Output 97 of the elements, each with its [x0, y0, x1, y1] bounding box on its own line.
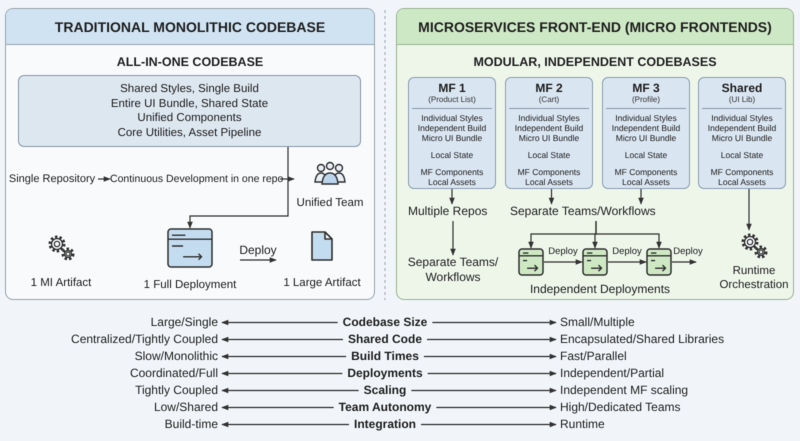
node-label: Unified Team — [296, 196, 364, 210]
arrow — [432, 320, 557, 326]
monolith-trait: Build-time — [164, 417, 222, 432]
arrow — [436, 404, 557, 410]
monolith-trait: Low/Shared — [154, 400, 222, 415]
node-label: 1 MI Artifact — [30, 276, 92, 290]
micro-frontend-trait: Independent MF scaling — [556, 383, 688, 398]
comparison-aspect: Codebase Size — [338, 315, 432, 330]
module-subtitle: (Product List) — [428, 95, 476, 105]
codebase-feature: Unified Components — [137, 111, 242, 126]
module-subtitle: (Profile) — [632, 95, 660, 105]
edge-label: Deploy — [548, 246, 578, 258]
codebase-feature: Entire UI Bundle, Shared State — [110, 96, 268, 111]
module-subtitle: (Cart) — [538, 95, 560, 105]
module-build-features: Individual Styles Independent Build Micro UI Bundle — [412, 108, 492, 143]
arrow — [221, 370, 342, 376]
arrow — [449, 189, 455, 205]
monolith-trait: Coordinated/Full — [130, 366, 222, 381]
module-title: MF 2 — [535, 82, 563, 95]
arrow — [98, 176, 111, 182]
arrow — [221, 388, 359, 394]
arrow — [672, 259, 697, 265]
node-label: 1 Full Deployment — [142, 278, 238, 292]
comparison-aspect: Shared Code — [343, 332, 427, 347]
module-card — [408, 77, 496, 189]
panel-subtitle: ALL-IN-ONE CODEBASE — [116, 55, 264, 69]
module-assets: MF Components Local Assets — [614, 167, 678, 187]
module-build-features: Individual Styles Independent Build Micro UI Bundle — [702, 108, 782, 143]
module-assets: MF Components Local Assets — [516, 167, 582, 187]
comparison-aspect: Deployments — [342, 366, 428, 381]
micro-frontend-trait: Fast/Parallel — [556, 349, 627, 364]
node-label: Single Repository — [6, 171, 98, 187]
arrow — [746, 189, 752, 231]
module-build-features: Individual Styles Independent Build Micro UI Bundle — [509, 108, 589, 143]
arrow — [544, 259, 583, 265]
monolith-trait: Tightly Coupled — [135, 383, 222, 398]
codebase-feature: Core Utilities, Asset Pipeline — [118, 126, 262, 140]
arrow — [240, 257, 277, 263]
module-assets: MF Components Local Assets — [710, 167, 774, 187]
panel — [5, 8, 375, 300]
edge-label: Deploy — [673, 246, 703, 258]
arrow — [595, 221, 662, 249]
micro-frontend-trait: Independent/Partial — [556, 366, 664, 381]
node-label: Multiple Repos — [408, 204, 498, 221]
edge-label: Deploy — [239, 244, 277, 256]
monolith-trait: Centralized/Tightly Coupled — [71, 332, 222, 347]
module-title: Shared — [722, 82, 762, 95]
module-state: Local State — [720, 150, 764, 160]
node-label: Separate Teams/Workflows — [510, 204, 680, 221]
module-state: Local State — [624, 150, 668, 160]
micro-frontend-trait: Encapsulated/Shared Libraries — [556, 332, 724, 347]
arrow — [221, 354, 346, 360]
arrow — [221, 320, 338, 326]
comparison-aspect: Integration — [349, 417, 421, 432]
arrow — [421, 422, 557, 428]
arrow — [187, 147, 289, 229]
comparison-aspect: Build Times — [346, 349, 424, 364]
edge-label: Deploy — [612, 246, 642, 258]
module-state: Local State — [528, 150, 570, 160]
comparison-aspect: Scaling — [358, 383, 412, 398]
module-build-features: Individual Styles Independent Build Micro UI Bundle — [606, 108, 686, 143]
node-label: Runtime Orchestration — [718, 264, 790, 292]
monolith-trait: Large/Single — [150, 315, 222, 330]
arrow — [450, 221, 456, 256]
module-state: Local State — [430, 150, 474, 160]
micro-frontend-trait: Runtime — [556, 417, 605, 432]
arrow — [428, 370, 557, 376]
micro-frontend-trait: Small/Multiple — [556, 315, 635, 330]
module-title: MF 3 — [632, 82, 660, 95]
arrow — [221, 404, 334, 410]
comparison-aspect: Team Autonomy — [334, 400, 436, 415]
arrow — [221, 336, 343, 342]
module-card — [698, 77, 786, 189]
arrow — [424, 354, 557, 360]
panel-title: MICROSERVICES FRONT-END (MICRO FRONTENDS) — [397, 9, 793, 45]
arrow — [608, 259, 647, 265]
arrow — [548, 189, 554, 205]
node-label: Separate Teams/ Workflows — [404, 255, 502, 287]
micro-frontend-trait: High/Dedicated Teams — [556, 400, 681, 415]
module-subtitle: (UI Lib) — [728, 95, 756, 105]
arrow — [638, 189, 644, 205]
panel — [396, 8, 794, 300]
panel-title: TRADITIONAL MONOLITHIC CODEBASE — [6, 9, 374, 45]
arrow — [427, 336, 557, 342]
arrow — [280, 176, 295, 182]
node-label: 1 Large Artifact — [282, 276, 362, 290]
monolith-trait: Slow/Monolithic — [134, 349, 222, 364]
codebase-box — [18, 75, 361, 147]
module-card — [505, 77, 593, 189]
arrow — [221, 422, 349, 428]
module-title: MF 1 — [438, 82, 466, 95]
section-caption: Independent Deployments — [528, 282, 672, 296]
module-card — [602, 77, 690, 189]
panel-subtitle: MODULAR, INDEPENDENT CODEBASES — [472, 55, 718, 69]
module-assets: MF Components Local Assets — [420, 167, 484, 187]
arrow — [411, 388, 557, 394]
codebase-feature: Shared Styles, Single Build — [120, 82, 259, 96]
